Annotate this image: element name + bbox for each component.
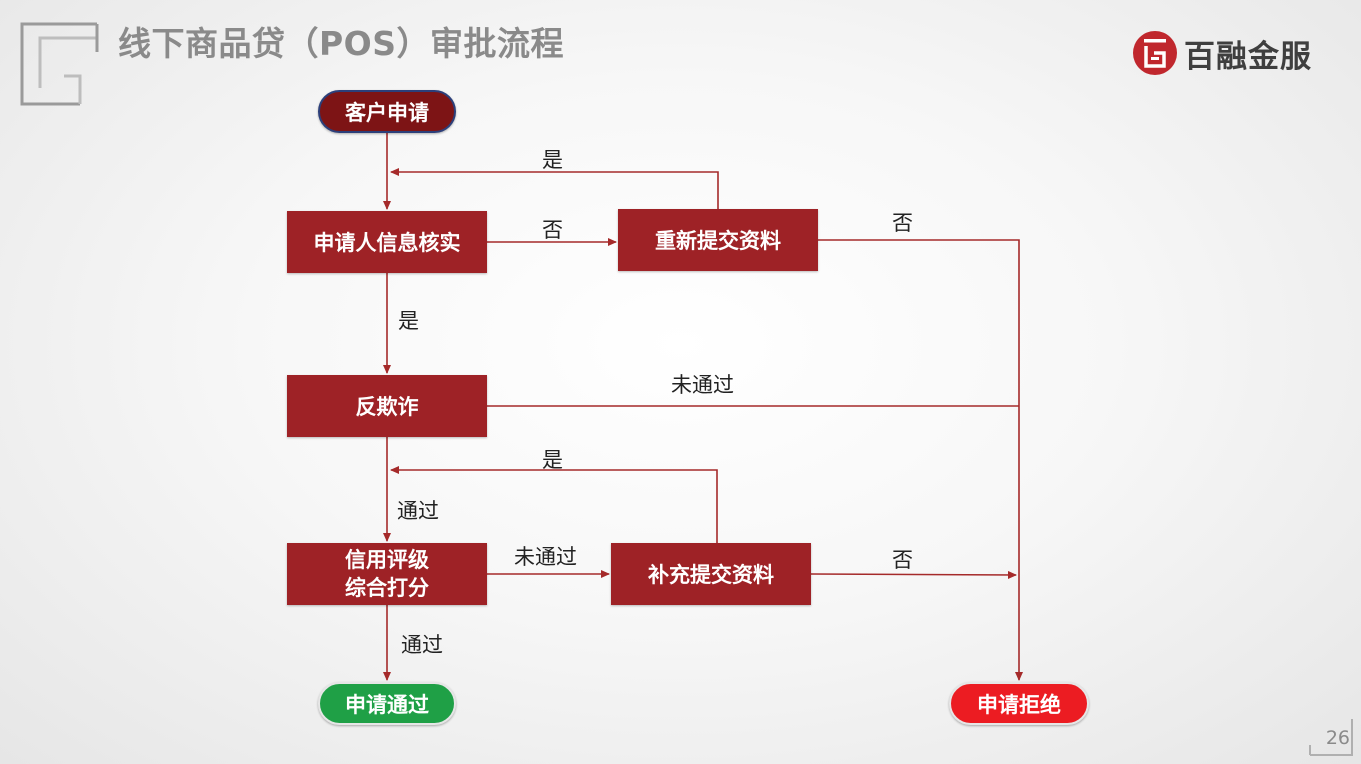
logo-mark-icon xyxy=(1133,31,1177,75)
node-application-rejected: 申请拒绝 xyxy=(949,682,1089,725)
label-credit-fail: 未通过 xyxy=(514,545,577,569)
node-anti-fraud-label: 反欺诈 xyxy=(355,395,419,419)
node-resubmit-documents: 重新提交资料 xyxy=(618,209,818,271)
page-number: 26 xyxy=(1325,727,1350,749)
node-applicant-verification: 申请人信息核实 xyxy=(287,211,487,273)
node-anti-fraud: 反欺诈 xyxy=(287,375,487,437)
node-customer-application-label: 客户申请 xyxy=(345,100,429,125)
node-application-approved-label: 申请通过 xyxy=(345,692,429,717)
label-antifraud-pass: 通过 xyxy=(397,499,439,523)
label-resubmit-yes: 是 xyxy=(542,148,563,172)
node-credit-rating: 信用评级 综合打分 xyxy=(287,543,487,605)
node-application-approved: 申请通过 xyxy=(318,682,456,725)
slide-title: 线下商品贷（POS）审批流程 xyxy=(118,24,565,63)
label-verify-yes: 是 xyxy=(398,309,419,333)
edge-resubmit-back-to-main xyxy=(390,168,719,209)
node-credit-rating-line1: 信用评级 xyxy=(345,548,429,572)
label-supplement-no: 否 xyxy=(892,548,913,572)
label-verify-no: 否 xyxy=(542,218,563,242)
edge-supplement-to-reject-line xyxy=(810,570,1017,579)
node-application-rejected-label: 申请拒绝 xyxy=(977,692,1061,717)
edge-supplement-back-to-main xyxy=(390,466,718,543)
page-number-box: 26 xyxy=(1308,717,1354,757)
logo-text: 百融金服 xyxy=(1184,38,1312,75)
node-supplement-documents: 补充提交资料 xyxy=(611,543,811,605)
label-supplement-yes: 是 xyxy=(542,448,563,472)
corner-bracket-decoration xyxy=(20,22,99,106)
edge-resubmit-to-rejected xyxy=(818,239,1023,681)
label-antifraud-fail: 未通过 xyxy=(671,373,734,397)
node-applicant-verification-label: 申请人信息核实 xyxy=(313,231,461,255)
node-supplement-documents-label: 补充提交资料 xyxy=(648,563,774,587)
page-number-bracket-decoration xyxy=(1309,719,1353,756)
company-logo: 百融金服 xyxy=(1132,30,1312,76)
node-credit-rating-line2: 综合打分 xyxy=(345,576,429,600)
node-resubmit-documents-label: 重新提交资料 xyxy=(655,229,781,253)
label-credit-pass: 通过 xyxy=(401,633,443,657)
node-customer-application: 客户申请 xyxy=(318,90,456,133)
label-resubmit-no: 否 xyxy=(892,211,913,235)
